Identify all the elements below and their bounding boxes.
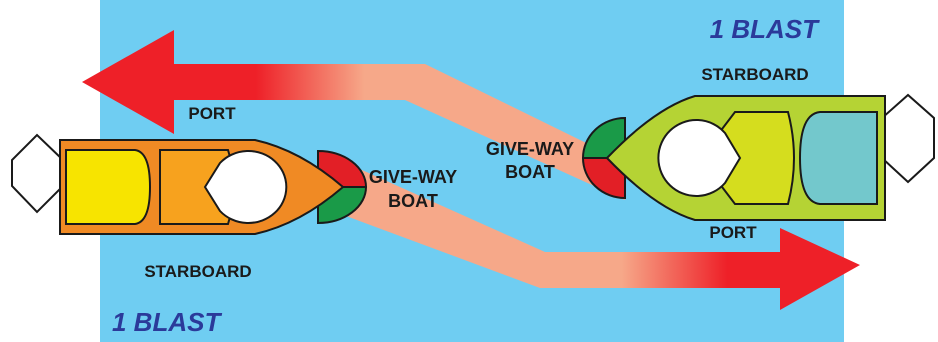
right-boat-starboard-light <box>581 116 626 159</box>
left-boat-role-line2: BOAT <box>388 191 438 211</box>
right-boat-windshield <box>657 119 742 197</box>
left-boat-port-label: PORT <box>188 104 236 123</box>
left-boat-motor <box>11 133 64 214</box>
right-boat-role-line2: BOAT <box>505 162 555 182</box>
right-boat-port-light <box>581 157 626 200</box>
right-boat-motor <box>881 93 935 184</box>
top-right-blast-signal: 1 BLAST <box>710 14 820 44</box>
right-boat-front-seat <box>798 111 878 205</box>
left-boat-windshield <box>203 150 288 224</box>
right-boat-course-arrow <box>82 30 625 200</box>
right-boat <box>581 93 935 221</box>
bottom-left-blast-signal: 1 BLAST <box>112 307 222 337</box>
left-boat-role-line1: GIVE-WAY <box>369 167 457 187</box>
left-boat-starboard-label: STARBOARD <box>144 262 251 281</box>
right-boat-port-label: PORT <box>709 223 757 242</box>
right-boat-role-line1: GIVE-WAY <box>486 139 574 159</box>
right-boat-starboard-label: STARBOARD <box>701 65 808 84</box>
left-boat-rear-seat <box>65 149 152 225</box>
left-boat <box>11 133 368 235</box>
left-boat-course-arrow <box>330 170 860 310</box>
